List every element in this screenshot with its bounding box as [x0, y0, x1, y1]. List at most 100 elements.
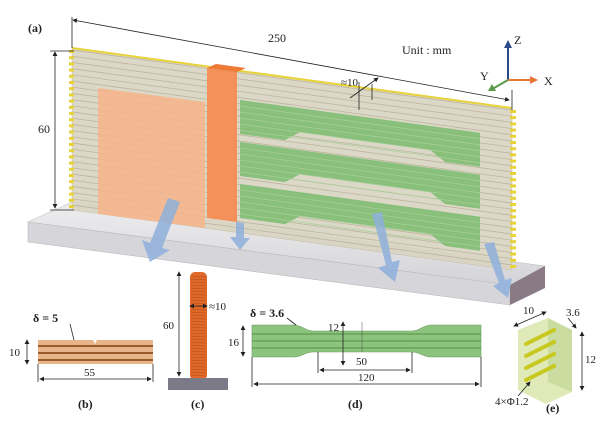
- wire-end: [69, 130, 74, 134]
- wire-end: [69, 56, 74, 60]
- wire-end: [510, 258, 516, 262]
- green-specimen-region: [240, 184, 480, 251]
- b-height-label: 10: [9, 347, 21, 359]
- panel-a: 250 60 ≈10 (a) Unit : mm Z X Y: [26, 17, 553, 306]
- panel-b-label: (b): [78, 397, 93, 411]
- substrate-side: [510, 266, 545, 305]
- extraction-arrows: [142, 198, 512, 298]
- wire-end: [69, 112, 74, 115]
- arrow-icon: [142, 198, 180, 262]
- wire-end: [510, 265, 516, 268]
- wire-end: [510, 153, 516, 157]
- d-gauge-length-label: 50: [356, 356, 368, 368]
- panel-b: 10 55 δ = 5 (b): [9, 311, 154, 411]
- wire-end: [510, 209, 516, 213]
- height-label: 60: [38, 122, 50, 136]
- panel-d-label: (d): [348, 397, 363, 411]
- wire-end: [69, 174, 74, 177]
- wire-end: [69, 99, 74, 103]
- coordinate-axes-icon: Z X Y: [480, 33, 553, 91]
- e-thickness-label: 3.6: [566, 307, 580, 319]
- wire-end: [510, 134, 516, 138]
- panel-e-label: (e): [546, 401, 559, 415]
- wire-end: [69, 180, 74, 184]
- pillar-specimen: [190, 272, 207, 380]
- wire-end: [510, 128, 516, 132]
- wire-end: [69, 105, 74, 109]
- wire-end: [69, 87, 74, 91]
- axis-x-label: X: [544, 74, 553, 88]
- wire-end: [510, 221, 516, 225]
- wire-end: [510, 240, 516, 244]
- length-label: 250: [268, 31, 286, 45]
- wire-end: [69, 155, 74, 159]
- e-holes-label: 4×Φ1.2: [495, 396, 529, 408]
- wire-end: [510, 203, 516, 206]
- wire-end: [69, 186, 74, 190]
- green-specimen-region: [240, 142, 480, 209]
- wire-end: [69, 143, 74, 146]
- axis-z-label: Z: [514, 33, 521, 47]
- wire-end: [69, 62, 74, 66]
- d-thickness-label: δ = 3.6: [250, 306, 284, 320]
- wire-end: [510, 165, 516, 169]
- wire-end: [69, 198, 74, 202]
- panel-d: 12 16 50 120 δ = 3.6 (d): [228, 306, 482, 411]
- arrow-icon: [484, 242, 512, 298]
- axis-y-label: Y: [480, 69, 489, 83]
- d-width-label: 16: [228, 337, 240, 349]
- pillar-base: [168, 378, 228, 390]
- b-length-label: 55: [84, 367, 96, 379]
- c-width-label: ≈10: [209, 301, 227, 313]
- green-specimen-region: [240, 100, 480, 167]
- wire-end: [510, 178, 516, 182]
- wire-end: [69, 74, 74, 78]
- tensile-specimen-regions: [239, 100, 481, 251]
- wire-end: [510, 147, 516, 151]
- wire-end: [510, 141, 516, 144]
- wire-end: [69, 192, 74, 196]
- panel-a-label: (a): [28, 21, 42, 35]
- wire-end: [510, 172, 516, 175]
- wire-end: [69, 167, 74, 171]
- pillar-sample: [207, 68, 237, 222]
- wire-end: [510, 196, 516, 200]
- panel-c: 60 ≈10 (c): [163, 271, 228, 411]
- wire-end: [69, 118, 74, 122]
- wire-end: [69, 136, 74, 140]
- arrow-icon: [230, 222, 250, 250]
- wire-end: [510, 116, 516, 120]
- wire-end: [510, 184, 516, 188]
- e-width-label: 10: [523, 305, 535, 317]
- wire-end: [69, 81, 74, 84]
- e-height-label: 12: [585, 354, 596, 366]
- unit-label: Unit : mm: [402, 43, 452, 57]
- c-height-label: 60: [163, 320, 175, 332]
- wire-end: [510, 159, 516, 163]
- wire-end: [69, 124, 74, 128]
- wire-end: [69, 205, 74, 208]
- wire-end: [510, 252, 516, 256]
- wire-end: [510, 110, 516, 113]
- wire-end: [510, 215, 516, 219]
- wires: [524, 328, 556, 382]
- d-length-label: 120: [358, 372, 375, 384]
- panel-c-label: (c): [191, 397, 204, 411]
- wire-end: [69, 161, 74, 165]
- wire-end: [510, 122, 516, 126]
- wire-ends: [69, 50, 516, 268]
- copper-region: [98, 88, 205, 228]
- arrow-icon: [372, 212, 400, 282]
- panel-e: 10 3.6 12 4×Φ1.2 (e): [495, 305, 596, 415]
- wire-end: [510, 227, 516, 231]
- wire-end: [69, 50, 74, 53]
- d-gauge-width-label: 12: [328, 322, 339, 334]
- wire-end: [510, 190, 516, 194]
- wire-end: [510, 234, 516, 237]
- length-dimension-line: [72, 18, 510, 102]
- wire-end: [510, 246, 516, 250]
- b-thickness-label: δ = 5: [33, 311, 58, 325]
- layer-width-label: ≈10: [341, 77, 359, 89]
- wire-end: [69, 149, 74, 153]
